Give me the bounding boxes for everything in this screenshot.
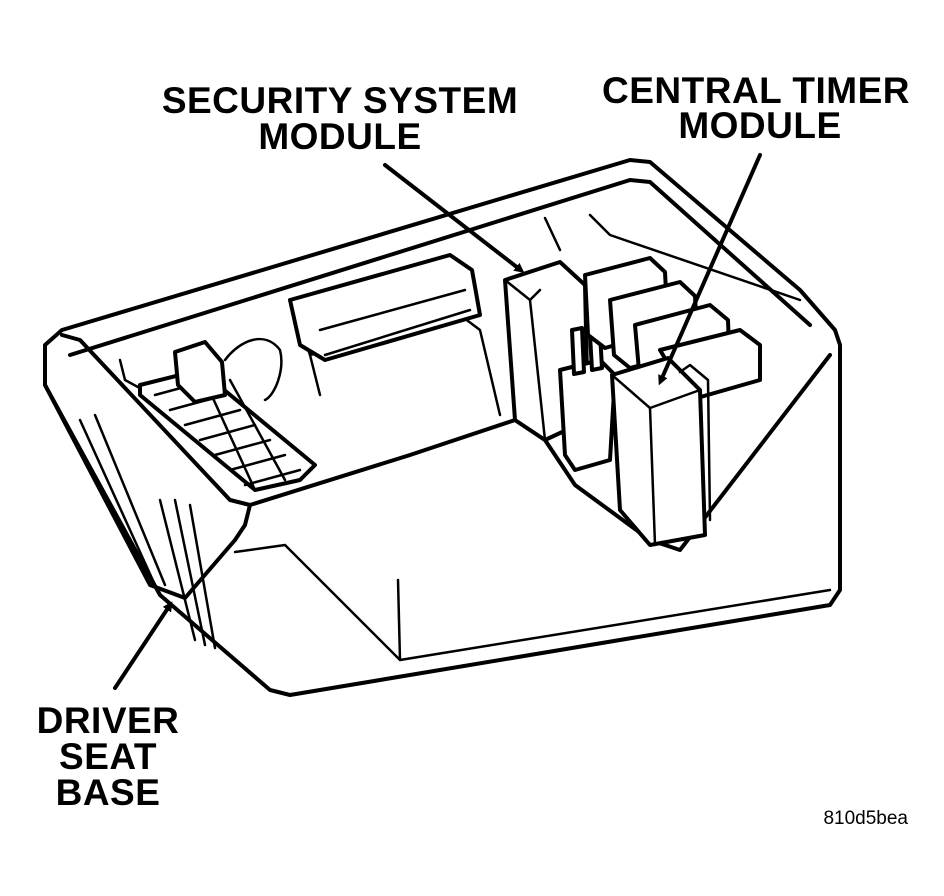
rear-bracket <box>288 253 482 362</box>
callout-arrows <box>113 153 762 690</box>
driver-seat-arrow <box>113 601 173 690</box>
driver-seat-label-line3: BASE <box>56 772 161 813</box>
sensor-connector <box>558 326 617 472</box>
security-module-arrow <box>383 163 525 273</box>
central-timer-arrow <box>658 153 762 386</box>
driver-seat-label-line1: DRIVER <box>37 700 180 741</box>
central-timer-label-line2: MODULE <box>678 105 841 146</box>
driver-seat-label-line2: SEAT <box>59 736 157 777</box>
central-timer-module <box>610 356 712 547</box>
security-module-label-line2: MODULE <box>258 116 421 157</box>
figure-id: 810d5bea <box>823 808 908 829</box>
central-timer-label-line1: CENTRAL TIMER <box>602 70 910 111</box>
fuse-block <box>138 338 317 492</box>
security-module-label-line1: SECURITY SYSTEM <box>162 80 518 121</box>
